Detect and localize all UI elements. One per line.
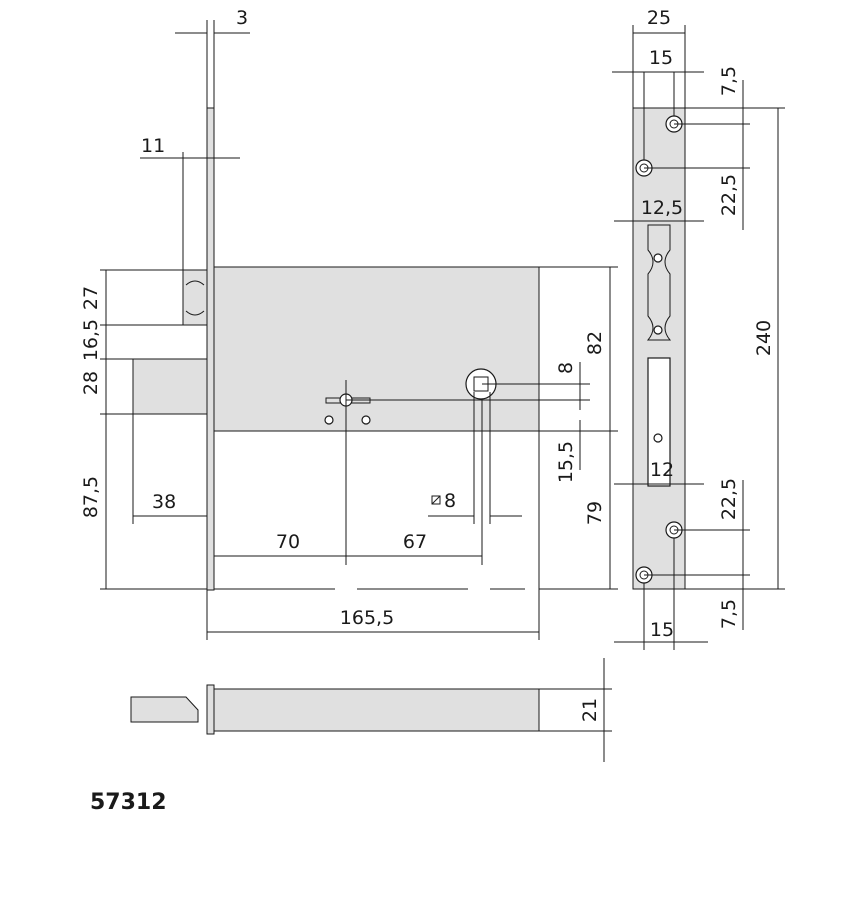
strike-bolt-window xyxy=(647,357,671,487)
lock-front-view xyxy=(132,107,540,591)
dim-strike-hole-gap-top: 22,5 xyxy=(718,174,740,216)
dim-strike-latch-window: 12,5 xyxy=(641,197,683,219)
front-dimension-lines xyxy=(100,20,618,640)
dim-bottom-offset: 15,5 xyxy=(555,441,577,483)
dim-body-depth: 21 xyxy=(579,698,601,722)
side-bolt xyxy=(130,696,199,723)
dim-latch-offset: 11 xyxy=(141,135,165,157)
dim-case-height: 82 xyxy=(584,331,606,355)
side-case xyxy=(213,688,540,732)
dim-bolt-height: 28 xyxy=(80,371,102,395)
dim-case-width: 165,5 xyxy=(340,607,394,629)
dim-strike-bottom-offset: 7,5 xyxy=(718,599,740,629)
dim-bolt-throw: 38 xyxy=(152,491,176,513)
dead-bolt xyxy=(132,358,208,415)
dim-latch-height: 27 xyxy=(80,286,102,310)
side-faceplate xyxy=(206,684,215,735)
dim-strike-hole-spacing: 15 xyxy=(649,47,673,69)
dim-strike-bolt-window: 12 xyxy=(650,459,674,481)
strike-latch-window xyxy=(646,224,672,341)
dim-strike-top-offset: 7,5 xyxy=(718,66,740,96)
dim-strike-total-height: 240 xyxy=(753,320,775,356)
dim-strike-width: 25 xyxy=(647,7,671,29)
strike-plate xyxy=(632,107,686,590)
dim-bolt-to-bottom: 87,5 xyxy=(80,476,102,518)
dim-spindle-square: 8 xyxy=(444,490,456,512)
square-icon xyxy=(431,495,441,505)
latch-bolt xyxy=(182,269,208,326)
dim-spindle-to-cylinder: 67 xyxy=(403,531,427,553)
dim-backset-spindle: 70 xyxy=(276,531,300,553)
faceplate xyxy=(206,107,215,591)
dim-cylinder-to-bottom: 79 xyxy=(584,501,606,525)
strike-dimension-lines xyxy=(612,25,785,650)
dim-faceplate-thickness: 3 xyxy=(236,7,248,29)
dim-cylinder-hole: 8 xyxy=(555,362,577,374)
dim-strike-bottom-spacing: 15 xyxy=(650,619,674,641)
lock-case xyxy=(213,266,540,432)
dim-latch-to-bolt: 16,5 xyxy=(80,319,102,361)
dim-strike-hole-gap-bottom: 22,5 xyxy=(718,478,740,520)
product-code: 57312 xyxy=(90,790,167,815)
lock-side-view xyxy=(130,658,612,762)
